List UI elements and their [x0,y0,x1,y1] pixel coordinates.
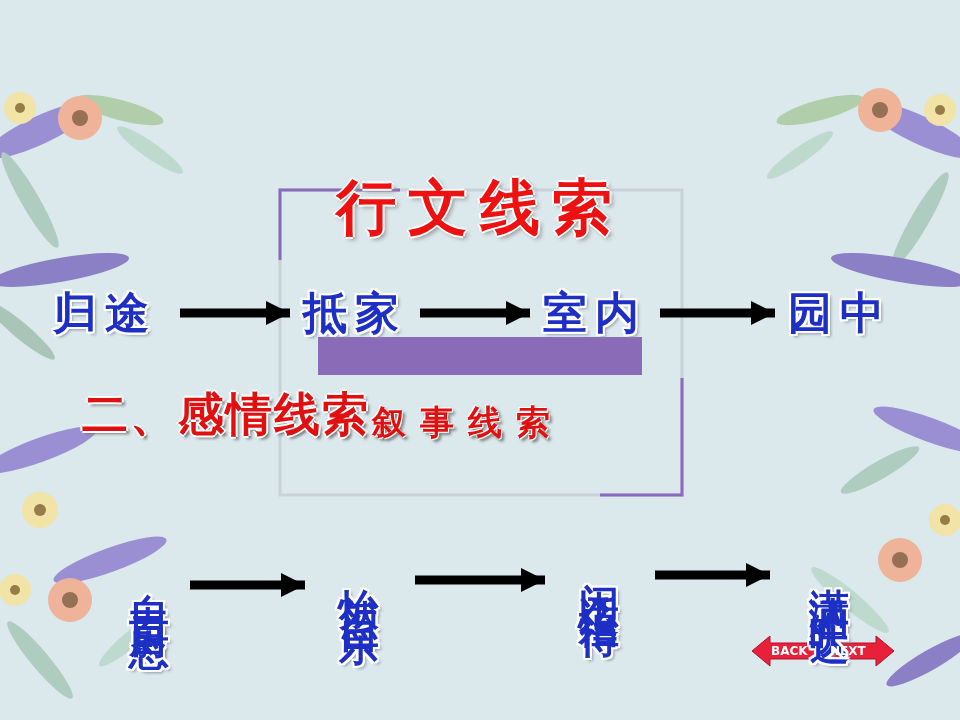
frame-accent [600,378,682,495]
nav-button-label: NEXT [830,644,866,658]
section-heading: 二、感情线索 [82,384,370,446]
plot-node: 归途 [30,290,180,336]
flow-arrow [655,571,770,580]
emotion-node: 怡然自乐 [305,470,415,690]
emotion-node: 自责自慰 [110,475,190,695]
plot-node: 园中 [775,290,905,336]
node-label: 怡然自乐 [333,556,388,604]
flow-arrow [190,581,305,590]
section-title: 行文线索 [270,168,690,249]
node-label: 抵家 [303,284,407,343]
flow-arrow [660,309,775,318]
node-label: 自责自慰 [123,561,178,609]
flow-arrow [415,576,545,585]
node-label: 室内 [543,284,647,343]
plot-node: 室内 [530,290,660,336]
flow-arrow [180,309,290,318]
section-heading: 叙事线索 [372,400,564,446]
purple-bar [318,337,642,375]
node-label: 园中 [788,284,892,343]
nav-buttons [752,636,894,666]
emotion-node: 闲适怡得 [545,460,655,690]
flow-arrow [420,309,530,318]
node-label: 归途 [53,284,157,343]
node-label: 闲适怡得 [573,551,628,599]
nav-button-label: BACK [771,644,808,658]
node-label: 潇洒旷达 [803,556,858,604]
plot-node: 抵家 [290,290,420,336]
corner-floral [763,88,960,694]
